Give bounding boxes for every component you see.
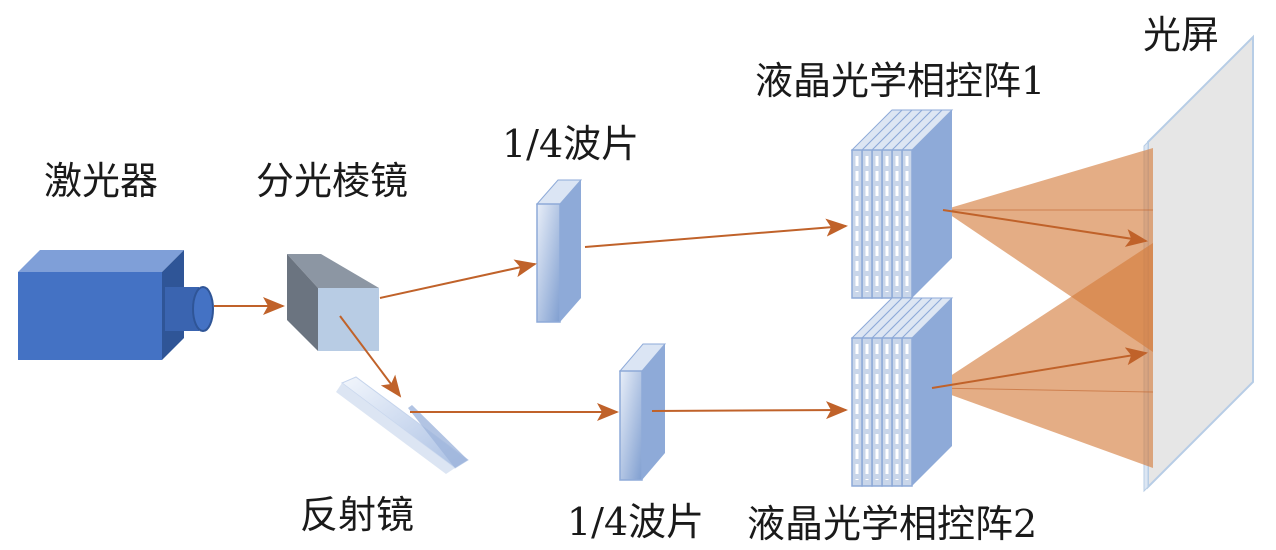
lc-opa-2-label: 液晶光学相控阵2 bbox=[747, 502, 1037, 546]
beam-prism-to-mirror bbox=[339, 315, 402, 398]
quarter-wave-plate-bottom bbox=[618, 343, 667, 481]
quarter-wave-plate-top-label: 1/4波片 bbox=[502, 122, 639, 166]
projection-cones bbox=[931, 148, 1154, 468]
screen-label: 光屏 bbox=[1143, 13, 1219, 57]
quarter-wave-plate-bottom-label: 1/4波片 bbox=[567, 500, 704, 544]
mirror-label: 反射镜 bbox=[300, 493, 414, 537]
lc-opa-1 bbox=[850, 109, 954, 299]
mirror bbox=[336, 376, 469, 474]
quarter-wave-plate-top bbox=[535, 179, 583, 323]
lc-opa-2 bbox=[850, 297, 954, 487]
beam-opa-2-to-screen bbox=[931, 347, 1148, 389]
beam-paths bbox=[214, 209, 1148, 421]
beam-prism-to-plate-top bbox=[379, 259, 537, 299]
laser bbox=[18, 250, 214, 360]
beam-plate-top-to-opa-1 bbox=[584, 218, 848, 248]
beam-splitter-label: 分光棱镜 bbox=[256, 159, 408, 203]
beam-plate-bottom-to-opa-2 bbox=[651, 401, 848, 420]
beam-splitter-prism bbox=[287, 254, 379, 351]
laser-label: 激光器 bbox=[44, 159, 158, 203]
beam-opa-1-to-screen bbox=[942, 209, 1148, 247]
light-screen bbox=[1143, 34, 1254, 493]
lc-opa-1-label: 液晶光学相控阵1 bbox=[755, 59, 1045, 103]
